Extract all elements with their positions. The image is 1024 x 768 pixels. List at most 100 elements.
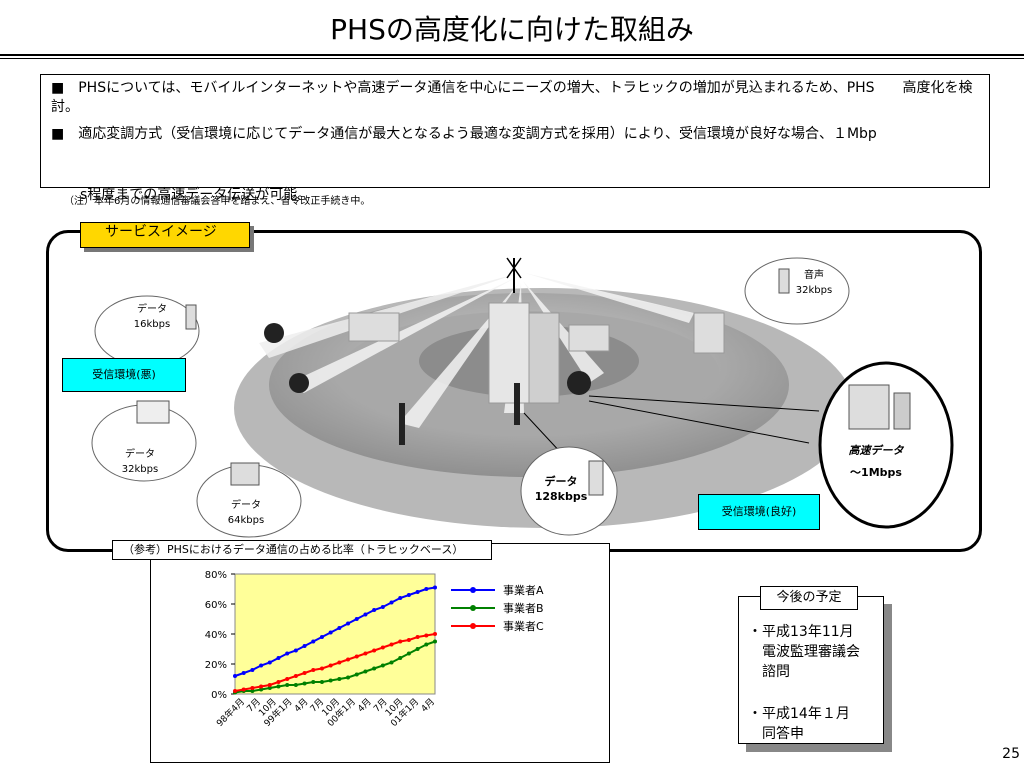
bubble-label: データ xyxy=(544,475,578,488)
data-point xyxy=(250,668,255,672)
bullet-marker: ■ xyxy=(51,80,65,96)
slide-title: PHSの高度化に向けた取組み xyxy=(330,13,694,46)
legend-label: 事業者B xyxy=(503,602,544,615)
data-point xyxy=(259,687,264,692)
data-point xyxy=(293,648,298,653)
pc-tower-icon xyxy=(893,392,911,430)
speech-bubble xyxy=(744,257,850,325)
data-point xyxy=(415,647,420,651)
data-point xyxy=(415,635,420,639)
beam xyxy=(523,281,604,383)
bubble-rate: 〜1Mbps xyxy=(850,466,902,479)
phone-icon xyxy=(588,460,604,496)
data-point xyxy=(354,672,359,677)
coverage-illustration xyxy=(91,257,954,538)
pc-icon xyxy=(848,384,890,430)
bullet-text: 適応変調方式（受信環境に応じてデータ通信が最大となるよう最適な変調方式を採用）に… xyxy=(78,126,877,142)
data-point xyxy=(363,651,368,656)
legend-marker xyxy=(470,587,476,593)
data-point xyxy=(302,644,307,648)
data-point xyxy=(346,675,351,680)
data-point xyxy=(415,590,420,594)
bubble-data-16k: データ 16kbps xyxy=(122,302,182,332)
data-point xyxy=(424,642,429,647)
house xyxy=(348,312,400,342)
plan-box xyxy=(738,596,884,744)
plan-item-line: 電波監理審議会 xyxy=(762,644,860,660)
y-tick-label: 20% xyxy=(205,660,227,671)
reference-title: （参考）PHSにおけるデータ通信の占める比率（トラヒックベース） xyxy=(112,540,492,560)
footnote-small: （注）本年6月の情報通信審議会答申を踏まえ、省令改正手続き中。 xyxy=(64,196,371,207)
data-point xyxy=(424,633,429,638)
x-tick-label: 4月 xyxy=(292,696,310,714)
data-point xyxy=(337,660,342,665)
user-figure xyxy=(264,323,284,343)
service-image-label: サービスイメージ xyxy=(80,222,250,248)
data-point xyxy=(319,680,324,684)
service-image-panel xyxy=(46,230,982,552)
data-point xyxy=(311,639,316,644)
plan-title: 今後の予定 xyxy=(760,586,858,610)
data-point xyxy=(337,677,342,681)
bubble-data-32k: データ 32kbps xyxy=(110,447,170,477)
data-point xyxy=(380,663,385,668)
data-point xyxy=(433,585,437,590)
data-point xyxy=(233,674,237,678)
data-point xyxy=(372,608,377,612)
data-point xyxy=(276,680,281,684)
legend-marker xyxy=(470,623,476,629)
data-point xyxy=(319,635,324,639)
data-point xyxy=(267,686,272,690)
title-divider-thin xyxy=(0,58,1024,59)
building xyxy=(488,302,530,404)
plan-item-2: ・平成14年１月 同答申 xyxy=(748,704,850,744)
bubble-label: データ xyxy=(137,304,167,315)
plan-item-1: ・平成13年11月 電波監理審議会 諮問 xyxy=(748,622,860,682)
env-good-label: 受信環境(良好) xyxy=(698,494,820,530)
data-point xyxy=(424,587,429,591)
bullet-2: ■ 適応変調方式（受信環境に応じてデータ通信が最大となるよう最適な変調方式を採用… xyxy=(51,125,979,144)
data-point xyxy=(259,663,264,668)
beam xyxy=(525,273,694,323)
plan-item-line: 諮問 xyxy=(762,664,790,680)
bubble-label: 音声 xyxy=(804,270,824,281)
bubble-rate: 128kbps xyxy=(534,490,588,503)
link-line xyxy=(588,400,810,444)
user-figure xyxy=(399,403,405,445)
legend-label: 事業者A xyxy=(503,584,544,597)
laptop-icon xyxy=(136,400,170,424)
plan-item-line: ・平成13年11月 xyxy=(748,624,854,640)
data-point xyxy=(285,677,290,681)
bubble-label: 高速データ xyxy=(848,444,904,457)
bubble-highspeed: 高速データ 〜1Mbps xyxy=(836,440,916,484)
summary-box: ■ PHSについては、モバイルインターネットや高速データ通信を中心にニーズの増大… xyxy=(40,74,990,188)
data-point xyxy=(267,683,272,687)
building xyxy=(693,312,725,354)
data-point xyxy=(380,645,385,650)
data-point xyxy=(433,639,437,644)
link-line xyxy=(588,395,820,412)
data-point xyxy=(372,648,377,653)
data-point xyxy=(241,687,246,692)
y-tick-label: 40% xyxy=(205,630,227,641)
pda-icon xyxy=(230,462,260,486)
footnote: （注）本年6月の情報通信審議会答申を踏まえ、省令改正手続き中。 xyxy=(64,192,370,207)
bubble-data-128k: データ 128kbps xyxy=(528,474,594,504)
legend-label: 事業者C xyxy=(503,620,544,633)
data-point xyxy=(276,684,281,689)
house xyxy=(568,324,610,352)
legend-marker xyxy=(470,605,476,611)
data-point xyxy=(285,651,290,656)
data-point xyxy=(389,642,394,647)
data-point xyxy=(406,593,411,597)
bubble-data-64k: データ 64kbps xyxy=(216,498,276,528)
data-point xyxy=(311,668,316,672)
y-tick-label: 60% xyxy=(205,600,227,611)
y-tick-label: 80% xyxy=(205,570,227,581)
data-point xyxy=(259,684,264,689)
traffic-share-chart: 0%20%40%60%80%98年4月7月10月99年1月4月7月10月00年1… xyxy=(205,570,544,729)
data-point xyxy=(250,686,255,690)
data-point xyxy=(328,663,333,668)
data-point xyxy=(276,656,281,660)
